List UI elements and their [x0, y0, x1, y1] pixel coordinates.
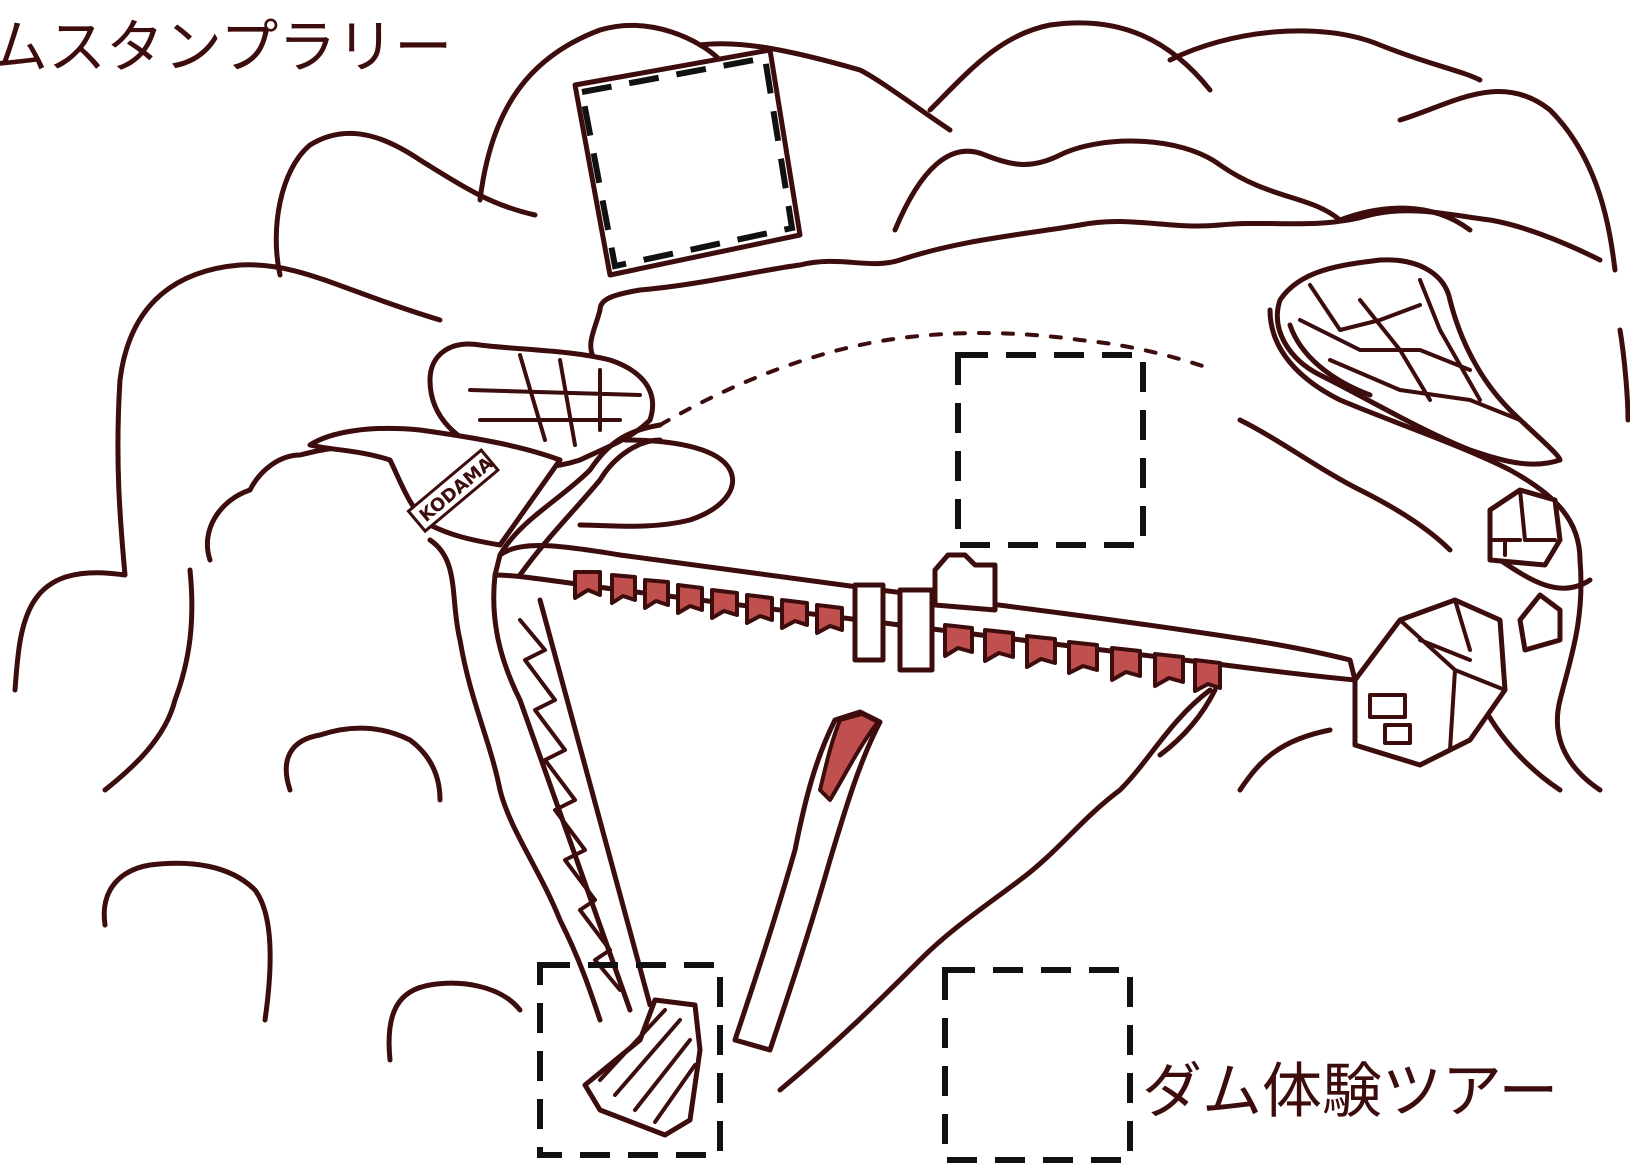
dam-tour-title: ダム体験ツアー: [1142, 1057, 1559, 1127]
stamp-frame-outlet[interactable]: [537, 962, 723, 1158]
buildings: [1352, 487, 1563, 768]
stamp-frames: [537, 47, 1146, 1163]
stamp-frame-reservoir[interactable]: [955, 352, 1146, 548]
access-road: [497, 422, 663, 578]
forest-outlines: [102, 208, 1603, 1093]
dam-body: [491, 572, 1218, 1138]
stamp-frame-tour[interactable]: [942, 967, 1133, 1163]
mountain-ridges: [12, 20, 1630, 693]
dam-crest: [492, 543, 1358, 693]
reservoir-shoreline: [658, 331, 1217, 427]
tree-clumps: [101, 725, 523, 1063]
stamp-rally-title: ムスタンプラリー: [0, 13, 453, 81]
left-terraced-hill: KODAMA: [307, 341, 736, 548]
